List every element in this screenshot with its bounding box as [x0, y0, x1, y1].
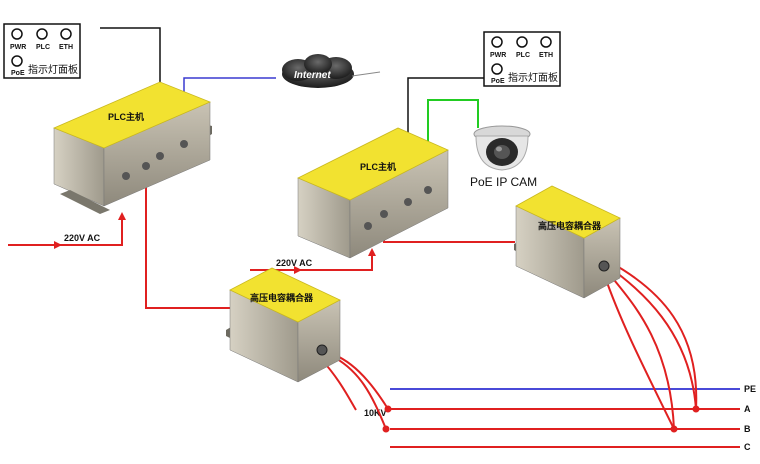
internet-cloud-icon: Internet [282, 54, 381, 88]
internet-label: Internet [294, 70, 331, 81]
coupler-label: 高压电容耦合器 [250, 292, 314, 303]
ac-arrows: 220V AC 220V AC [8, 233, 313, 274]
port-icon [142, 162, 150, 170]
hv-terminal-icon [598, 260, 610, 272]
port-icon [364, 222, 372, 230]
panel-poe-label: PoE [491, 78, 505, 85]
port-icon [180, 140, 188, 148]
port-icon [122, 172, 130, 180]
plc-host-label: PLC主机 [108, 111, 144, 122]
plc-host-1: PLC主机 [52, 81, 212, 214]
ip-camera-icon: PoE IP CAM [470, 125, 537, 189]
plc-host-2: PLC主机 [297, 127, 449, 259]
eth-led-icon [540, 36, 552, 48]
pwr-led-icon [11, 28, 23, 40]
line-label-pe: PE [744, 384, 756, 394]
port-icon [156, 152, 164, 160]
hv-label: 10KV [364, 408, 387, 418]
panel-title: 指示灯面板 [508, 71, 558, 84]
port-icon [404, 198, 412, 206]
indicator-panel-2: PWR PLC ETH PoE 指示灯面板 [483, 31, 561, 87]
camera-label: PoE IP CAM [470, 175, 537, 189]
plc-host-label: PLC主机 [360, 161, 396, 172]
panel-eth-label: ETH [59, 44, 73, 51]
port-icon [424, 186, 432, 194]
line-label-b: B [744, 424, 751, 434]
panel-plc-label: PLC [516, 52, 530, 59]
port-icon [380, 210, 388, 218]
eth-led-icon [60, 28, 72, 40]
ac-label-1: 220V AC [64, 233, 101, 243]
coupler-2: 高压电容耦合器 [514, 185, 621, 299]
plc-led-icon [516, 36, 528, 48]
panel-poe-label: PoE [11, 70, 25, 77]
coupler-label: 高压电容耦合器 [538, 220, 602, 231]
panel-pwr-label: PWR [10, 44, 26, 51]
indicator-panel-1: PWR PLC ETH PoE 指示灯面板 [3, 23, 81, 79]
panel-eth-label: ETH [539, 52, 553, 59]
pwr-led-icon [491, 36, 503, 48]
line-label-c: C [744, 442, 751, 452]
panel-plc-label: PLC [36, 44, 50, 51]
coupler-1: 高压电容耦合器 [226, 267, 341, 383]
line-label-a: A [744, 404, 751, 414]
power-lines: PE A B C 10KV [364, 384, 756, 452]
hv-terminal-icon [316, 344, 328, 356]
poe-led-icon [11, 55, 23, 67]
ac-label-2: 220V AC [276, 258, 313, 268]
poe-led-icon [491, 63, 503, 75]
plc-led-icon [36, 28, 48, 40]
panel-title: 指示灯面板 [28, 63, 78, 76]
right-coupler-hv-wires [603, 261, 700, 433]
panel-pwr-label: PWR [490, 52, 506, 59]
